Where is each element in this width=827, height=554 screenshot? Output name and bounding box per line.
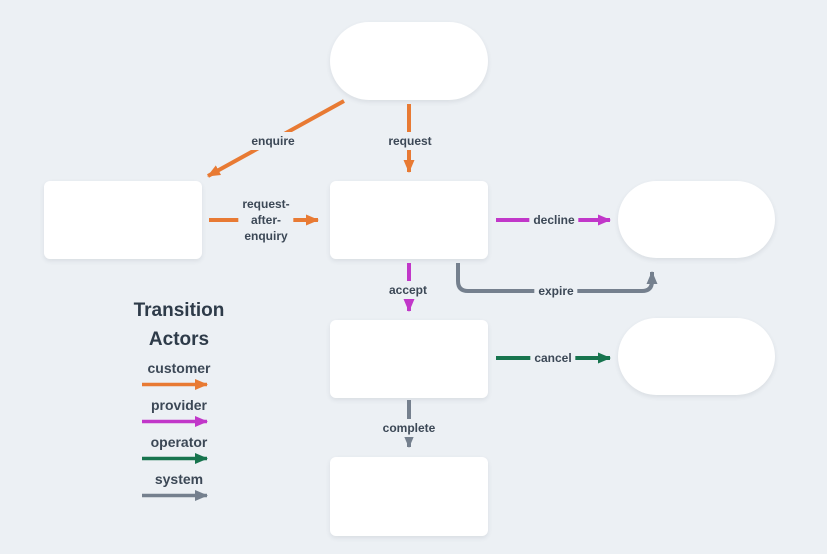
system-arrow-icon	[142, 490, 208, 501]
initial-state-stadium	[330, 22, 488, 100]
request-after-enquiry-label-line1: request-	[242, 197, 290, 211]
cancel-label: cancel	[530, 349, 576, 367]
provider-arrow-icon	[142, 416, 208, 427]
request-after-enquiry-label: request- after- enquiry	[238, 195, 294, 245]
decline-label: decline	[529, 211, 579, 229]
legend-item-operator: operator	[118, 433, 240, 465]
legend-item-customer: customer	[118, 359, 240, 391]
transition-actors-legend: Transition Actors customer provider oper…	[118, 296, 240, 502]
system-label: system	[154, 471, 204, 487]
declined-state-stadium	[618, 181, 775, 258]
enquired-state-box	[44, 181, 202, 259]
legend-title: Transition Actors	[118, 296, 240, 354]
operator-arrow-icon	[142, 453, 208, 464]
request-after-enquiry-label-line2: after-	[250, 213, 281, 227]
expire-label: expire	[534, 282, 578, 300]
enquire-label: enquire	[247, 132, 299, 150]
request-after-enquiry-label-line3: enquiry	[244, 229, 288, 243]
request-label: request	[384, 132, 436, 150]
complete-label: complete	[378, 419, 440, 437]
legend-title-line2: Actors	[148, 329, 210, 350]
provider-label: provider	[150, 397, 207, 413]
requested-state-box	[330, 181, 488, 259]
accepted-state-box	[330, 320, 488, 398]
cancelled-state-stadium	[618, 318, 775, 395]
legend-item-provider: provider	[118, 396, 240, 428]
customer-label: customer	[147, 360, 211, 376]
legend-item-system: system	[118, 470, 240, 502]
legend-title-line1: Transition	[133, 300, 225, 321]
customer-arrow-icon	[142, 379, 208, 390]
accept-label: accept	[384, 281, 432, 299]
completed-state-box	[330, 457, 488, 536]
operator-label: operator	[150, 434, 208, 450]
